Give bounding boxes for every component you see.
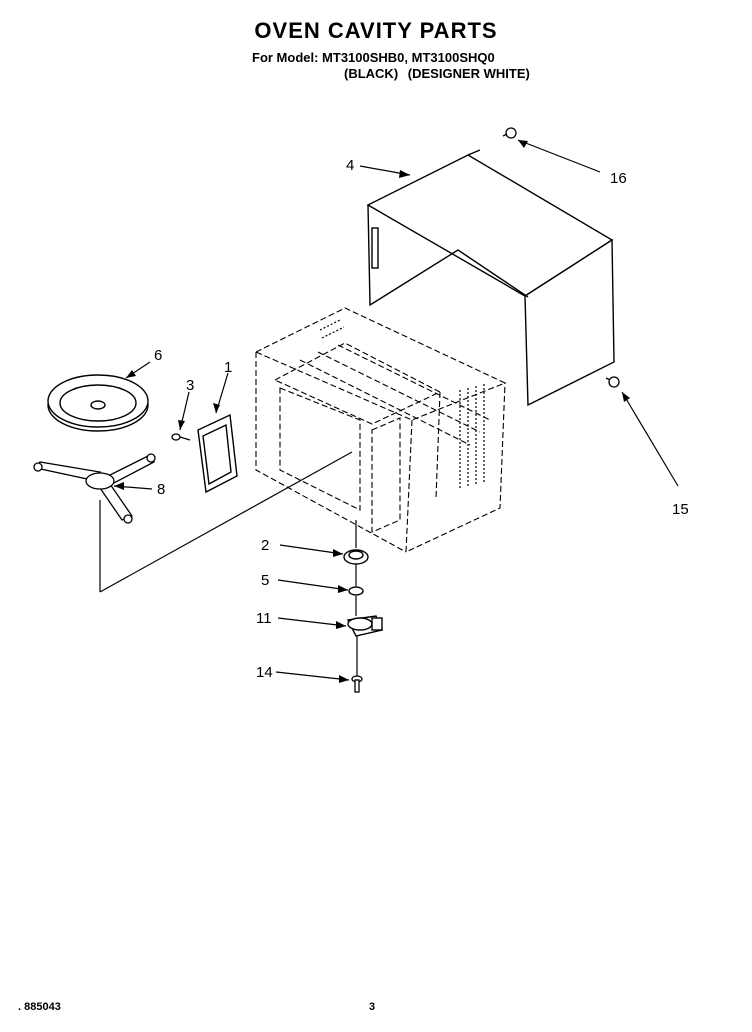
document-number-value: 885043	[24, 1001, 61, 1013]
model-variants: (BLACK) (DESIGNER WHITE)	[344, 66, 536, 81]
leader-lines	[113, 139, 679, 681]
callout-8: 8	[157, 481, 165, 498]
callout-16: 16	[610, 170, 627, 187]
callout-14: 14	[256, 664, 273, 681]
callout-11: 11	[256, 610, 272, 627]
callout-2: 2	[261, 537, 269, 554]
cavity-vent-holes	[319, 319, 485, 490]
callout-5: 5	[261, 572, 269, 589]
callout-3: 3	[186, 377, 194, 394]
oven-cavity	[254, 307, 507, 553]
waveguide-cover	[197, 413, 238, 494]
wrapper-screw-top	[502, 127, 517, 139]
callout-labels: 4 16 6 3 1 8 2 5 11 14 15	[154, 157, 689, 681]
document-number: . 885043	[18, 1001, 61, 1013]
variant-black: (BLACK)	[344, 66, 399, 81]
model-numbers: For Model: MT3100SHB0, MT3100SHQ0	[252, 50, 495, 65]
coupler	[343, 549, 369, 565]
cover-screw	[171, 433, 191, 441]
glass-turntable-tray	[47, 374, 149, 432]
page-title: OVEN CAVITY PARTS	[254, 18, 498, 43]
callout-6: 6	[154, 347, 162, 364]
motor-screw	[351, 675, 363, 693]
page-number: 3	[369, 1001, 376, 1013]
variant-designer-white: (DESIGNER WHITE)	[407, 66, 530, 81]
assembly-lines	[99, 451, 358, 676]
callout-4: 4	[346, 157, 354, 174]
callout-1: 1	[224, 359, 232, 376]
washer	[348, 586, 364, 596]
callout-15: 15	[672, 501, 689, 518]
turntable-support	[33, 453, 156, 524]
bullet: .	[18, 1001, 22, 1013]
wrapper-screw-side	[605, 376, 620, 388]
outer-cabinet-wrapper	[366, 149, 615, 407]
leader-arrowheads	[114, 140, 630, 683]
turntable-motor	[346, 615, 383, 637]
